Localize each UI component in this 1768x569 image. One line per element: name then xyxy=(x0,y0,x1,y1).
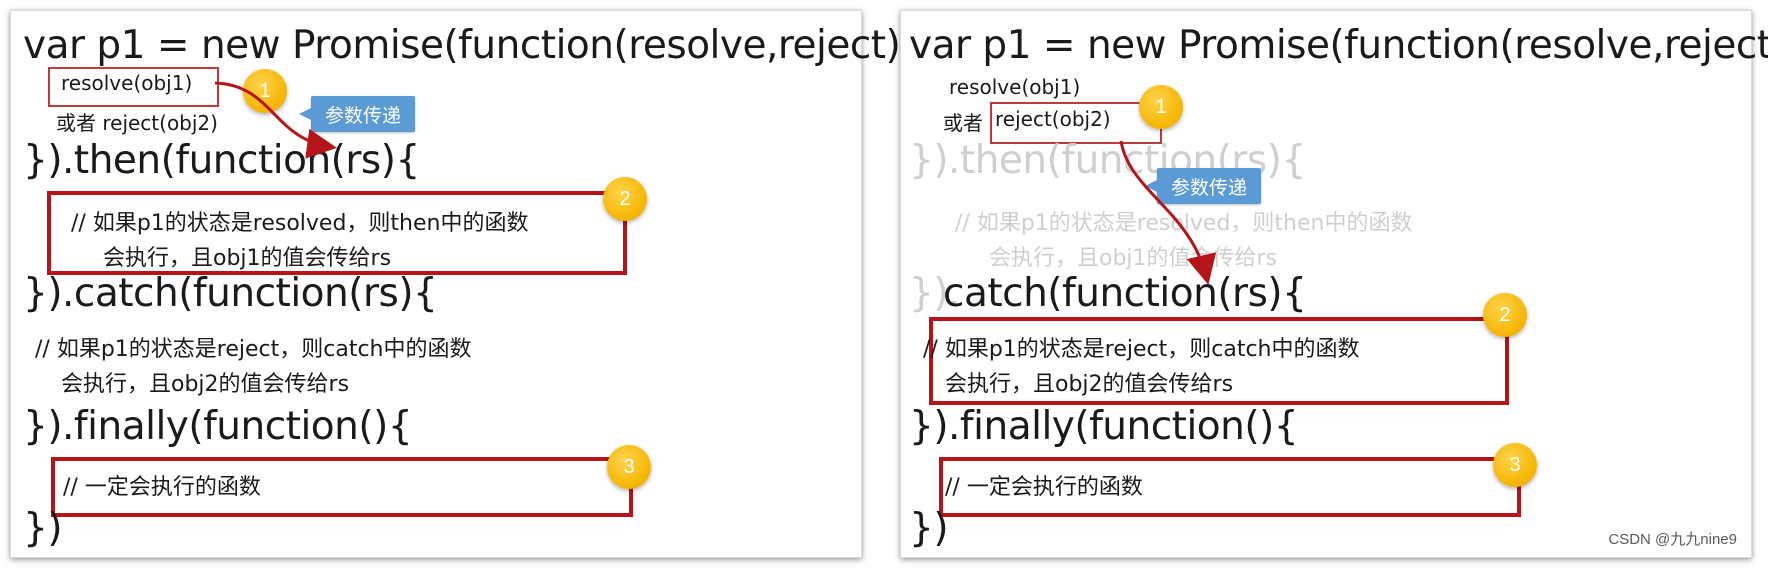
finally-comment: // 一定会执行的函数 xyxy=(945,475,1143,500)
resolve-call: resolve(obj1) xyxy=(61,71,193,95)
resolve-call: resolve(obj1) xyxy=(949,75,1081,99)
step-badge-2: 2 xyxy=(1483,293,1527,337)
or-reject-call: 或者 reject(obj2) xyxy=(56,111,218,135)
closing-line: }) xyxy=(23,506,63,551)
right-code-slide: var p1 = new Promise(function(resolve,re… xyxy=(900,10,1768,558)
csdn-watermark: CSDN @九九nine9 xyxy=(1608,531,1737,548)
catch-line: }).catch(function(rs){ xyxy=(23,271,438,316)
step-badge-3: 3 xyxy=(607,445,651,489)
finally-comment: // 一定会执行的函数 xyxy=(63,475,261,500)
then-comment-line-1-faded: // 如果p1的状态是resolved，则then中的函数 xyxy=(955,211,1413,236)
then-comment-line-2-faded: 会执行，且obj1的值会传给rs xyxy=(989,246,1278,271)
then-comment-line-2: 会执行，且obj1的值会传给rs xyxy=(103,246,392,271)
finally-line: }).finally(function(){ xyxy=(909,404,1299,449)
catch-comment-line-2: 会执行，且obj2的值会传给rs xyxy=(945,372,1234,397)
then-body-box xyxy=(47,191,627,275)
promise-declaration-line: var p1 = new Promise(function(resolve,re… xyxy=(909,23,1768,68)
reject-call: reject(obj2) xyxy=(995,107,1111,131)
finally-line: }).finally(function(){ xyxy=(23,404,413,449)
catch-line: catch(function(rs){ xyxy=(943,271,1307,316)
left-code-slide: var p1 = new Promise(function(resolve,re… xyxy=(10,10,925,558)
closing-line: }) xyxy=(909,506,949,551)
or-label: 或者 xyxy=(943,111,983,135)
catch-comment-line-1: // 如果p1的状态是reject，则catch中的函数 xyxy=(923,337,1360,362)
step-badge-3: 3 xyxy=(1493,443,1537,487)
parameter-passing-callout: 参数传递 xyxy=(298,96,416,132)
catch-comment-line-2: 会执行，且obj2的值会传给rs xyxy=(61,372,350,397)
step-badge-2: 2 xyxy=(603,177,647,221)
then-line: }).then(function(rs){ xyxy=(23,138,420,183)
step-badge-1: 1 xyxy=(1139,85,1183,129)
finally-body-box xyxy=(939,457,1521,517)
catch-body-box xyxy=(929,317,1509,405)
step-badge-1: 1 xyxy=(243,69,287,113)
parameter-passing-callout: 参数传递 xyxy=(1144,168,1262,204)
then-comment-line-1: // 如果p1的状态是resolved，则then中的函数 xyxy=(71,211,529,236)
catch-comment-line-1: // 如果p1的状态是reject，则catch中的函数 xyxy=(35,337,472,362)
promise-declaration-line: var p1 = new Promise(function(resolve,re… xyxy=(23,23,925,68)
catch-prefix-faded: }). xyxy=(909,271,960,316)
